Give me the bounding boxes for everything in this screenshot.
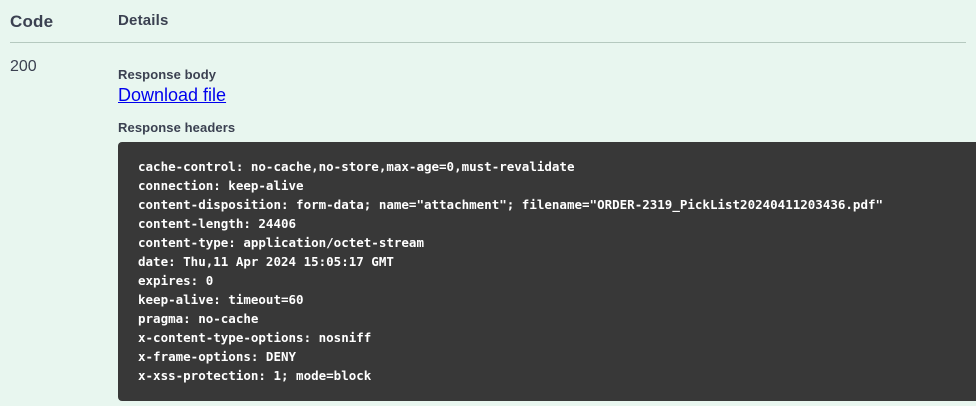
- response-header-line: x-xss-protection: 1; mode=block: [138, 367, 372, 383]
- response-headers-label: Response headers: [118, 119, 236, 135]
- response-header-line: x-frame-options: DENY: [138, 348, 297, 364]
- response-header-line: connection: keep-alive: [138, 177, 304, 193]
- response-header-line: content-length: 24406: [138, 215, 297, 231]
- download-file-link[interactable]: Download file: [118, 85, 227, 105]
- response-header-line: content-disposition: form-data; name="at…: [138, 196, 884, 212]
- response-header-line: keep-alive: timeout=60: [138, 291, 304, 307]
- response-header-line: expires: 0: [138, 272, 214, 288]
- column-header-details: Details: [118, 12, 169, 29]
- response-status-code: 200: [10, 58, 37, 75]
- response-body-label: Response body: [118, 67, 217, 82]
- column-header-code: Code: [10, 12, 54, 31]
- response-header-line: x-content-type-options: nosniff: [138, 329, 372, 345]
- response-row-200: 200 Response body Download file Response…: [10, 43, 976, 401]
- response-header-line: cache-control: no-cache,no-store,max-age…: [138, 158, 575, 174]
- responses-table-header-row: Code Details: [10, 0, 966, 43]
- response-header-line: content-type: application/octet-stream: [138, 234, 424, 250]
- response-headers-block: cache-control: no-cache,no-store,max-age…: [118, 141, 976, 401]
- response-header-line: date: Thu,11 Apr 2024 15:05:17 GMT: [138, 253, 394, 269]
- response-header-line: pragma: no-cache: [138, 310, 259, 326]
- response-details: Response body Download file Response hea…: [118, 55, 976, 401]
